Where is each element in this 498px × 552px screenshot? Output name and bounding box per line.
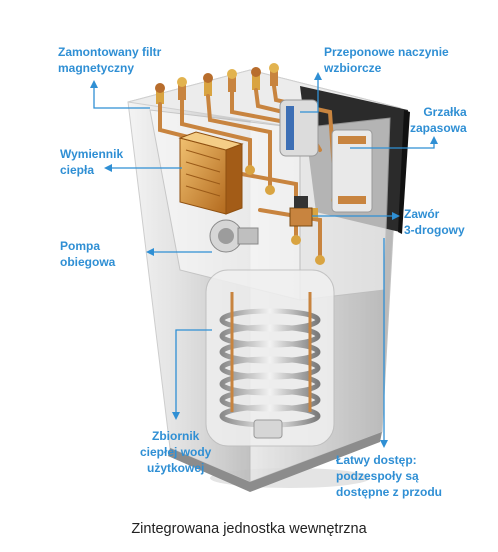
label-magnetic-filter: Zamontowany filtr magnetyczny bbox=[58, 45, 162, 75]
label-backup-heater: Grzałka zapasowa bbox=[410, 105, 467, 135]
expansion-vessel bbox=[279, 99, 319, 157]
backup-heater bbox=[331, 129, 373, 213]
arrow-dhw-tank bbox=[172, 329, 212, 420]
label-three-way-valve: Zawór 3-drogowy bbox=[404, 207, 465, 237]
three-way-valve bbox=[289, 196, 313, 227]
dark-panel-edge bbox=[398, 110, 410, 234]
top-pipe-connectors bbox=[155, 63, 279, 104]
label-easy-access: Łatwy dostęp: podzespoły są dostępne z p… bbox=[336, 453, 442, 499]
circulation-pump bbox=[209, 219, 259, 253]
label-circulation-pump: Pompa obiegowa bbox=[60, 239, 116, 269]
hot-water-tank bbox=[205, 269, 335, 447]
label-heat-exchanger: Wymiennik ciepła bbox=[60, 147, 124, 177]
leader-arrows bbox=[90, 72, 438, 448]
arrow-magnetic-filter bbox=[90, 80, 150, 109]
arrow-backup-heater bbox=[350, 136, 438, 149]
plate-heat-exchanger bbox=[178, 131, 244, 215]
label-dhw-tank: Zbiornik ciepłej wody użytkowej bbox=[140, 429, 212, 475]
arrow-expansion-vessel bbox=[300, 72, 322, 113]
figure-caption: Zintegrowana jednostka wewnętrzna bbox=[131, 521, 367, 537]
label-expansion-vessel: Przeponowe naczynie wzbiorcze bbox=[324, 45, 449, 75]
cabinet-base bbox=[168, 432, 382, 492]
